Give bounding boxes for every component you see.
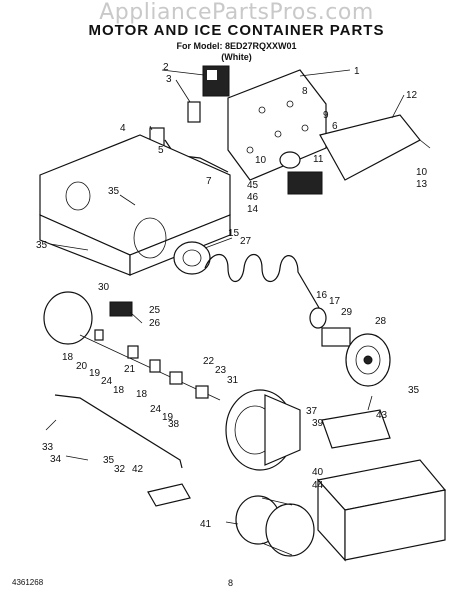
callout-37: 37 <box>306 406 318 417</box>
callout-31: 31 <box>227 375 239 386</box>
callout-1: 1 <box>354 66 360 77</box>
callout-8: 8 <box>302 86 308 97</box>
part-3-clip <box>187 101 201 123</box>
part-41-duct <box>235 495 315 557</box>
callout-19a: 19 <box>89 368 101 379</box>
diagram-title: MOTOR AND ICE CONTAINER PARTS <box>88 22 385 39</box>
part-45-cap <box>279 151 301 169</box>
callout-10b: 10 <box>416 167 428 178</box>
callout-40: 40 <box>312 467 324 478</box>
callout-44: 44 <box>312 480 324 491</box>
callout-13: 13 <box>416 179 428 190</box>
callout-30: 30 <box>98 282 110 293</box>
part-46-switch <box>287 171 323 195</box>
callout-18a: 18 <box>62 352 74 363</box>
callout-10a: 10 <box>255 155 267 166</box>
leader-lines <box>45 69 405 525</box>
callout-18b: 18 <box>113 385 125 396</box>
callout-14: 14 <box>247 204 259 215</box>
callout-9: 9 <box>323 110 329 121</box>
callout-39: 39 <box>312 418 324 429</box>
callout-labels: 1 2 3 4 5 6 7 8 9 10 11 12 10 13 45 46 1… <box>36 62 428 530</box>
callout-46: 46 <box>247 192 259 203</box>
callout-25: 25 <box>149 305 161 316</box>
part-44-ice-bin <box>316 459 447 562</box>
callout-28: 28 <box>375 316 387 327</box>
part-30-disc <box>43 291 93 345</box>
model-line: For Model: 8ED27RQXXW01 <box>176 41 297 51</box>
part-16-washer <box>309 307 327 329</box>
callout-35a: 35 <box>108 186 120 197</box>
page-number: 8 <box>228 578 234 588</box>
callout-23: 23 <box>215 365 227 376</box>
callout-41: 41 <box>200 519 212 530</box>
callout-12: 12 <box>406 90 418 101</box>
callout-26: 26 <box>149 318 161 329</box>
callout-16: 16 <box>316 290 328 301</box>
part-29-bracket <box>321 327 351 347</box>
callout-24b: 24 <box>150 404 162 415</box>
callout-4: 4 <box>120 123 126 134</box>
callout-22: 22 <box>203 356 215 367</box>
part-32-rod <box>54 394 183 469</box>
callout-35c: 35 <box>408 385 420 396</box>
callout-27: 27 <box>240 236 252 247</box>
color-line: (White) <box>221 52 252 62</box>
callout-38: 38 <box>168 419 180 430</box>
watermark: AppliancePartsPros.com <box>99 0 374 25</box>
part-37-motor <box>225 389 301 471</box>
callout-7: 7 <box>206 176 212 187</box>
part-43-bracket <box>321 409 391 449</box>
callout-6: 6 <box>332 121 338 132</box>
callout-33: 33 <box>42 442 54 453</box>
callout-21: 21 <box>124 364 136 375</box>
callout-35b: 35 <box>36 240 48 251</box>
part-42-plate <box>147 483 191 507</box>
motor-relay <box>202 65 230 97</box>
callout-5: 5 <box>158 145 164 156</box>
callout-29: 29 <box>341 307 353 318</box>
callout-11: 11 <box>313 154 324 165</box>
model-info: For Model: 8ED27RQXXW01 (White) <box>0 41 473 63</box>
document-number: 4361268 <box>12 578 44 587</box>
callout-2: 2 <box>163 62 169 73</box>
motor-bracket-plate <box>227 69 327 181</box>
part-25-spring <box>109 301 133 317</box>
callout-17: 17 <box>329 296 341 307</box>
callout-15: 15 <box>228 228 240 239</box>
callout-24a: 24 <box>101 376 113 387</box>
callout-32: 32 <box>114 464 126 475</box>
callout-35d: 35 <box>103 455 115 466</box>
callout-42: 42 <box>132 464 144 475</box>
shaft-parts <box>79 329 221 401</box>
callout-45: 45 <box>247 180 259 191</box>
ice-container-housing <box>39 134 231 276</box>
callout-20: 20 <box>76 361 88 372</box>
callout-34: 34 <box>50 454 62 465</box>
callout-43: 43 <box>376 410 388 421</box>
callout-19b: 19 <box>162 412 174 423</box>
callout-3: 3 <box>166 74 172 85</box>
part-15-bearing <box>173 241 211 275</box>
part-27-auger-spring <box>204 253 326 319</box>
callout-18c: 18 <box>136 389 148 400</box>
